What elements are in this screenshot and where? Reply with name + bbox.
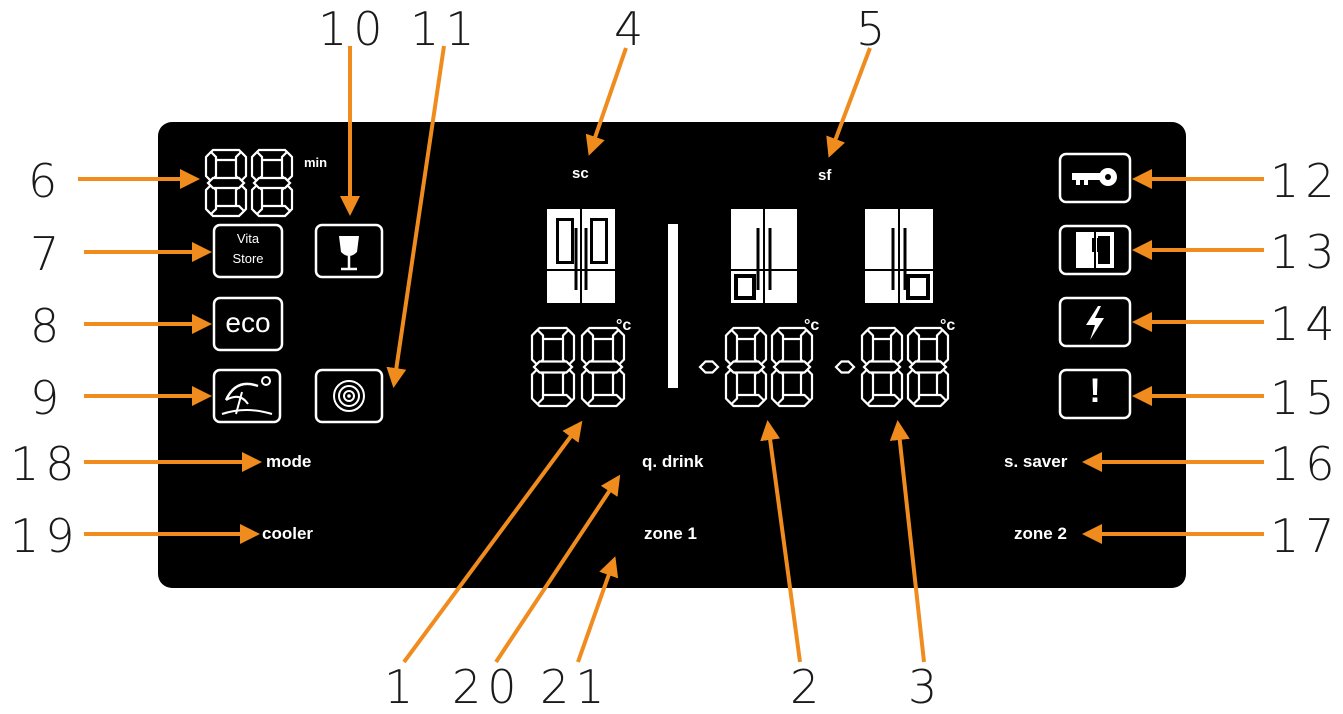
concentric-circles-icon <box>314 368 384 424</box>
arrow-5 <box>826 47 872 158</box>
quick-drink-label: q. drink <box>642 452 704 471</box>
eco-label: eco <box>225 307 271 338</box>
segment-g <box>582 360 624 374</box>
mode-label: mode <box>266 452 312 471</box>
super-cool-label: sc <box>572 165 589 182</box>
beach-umbrella-icon <box>212 368 282 424</box>
arrow-2 <box>760 420 802 663</box>
segment-b <box>611 328 626 367</box>
fridge-icon-left <box>545 207 617 305</box>
cooler-label: cooler <box>262 524 314 543</box>
segment-e <box>530 367 545 406</box>
segment-g <box>698 360 720 374</box>
vita-store-label-line2: Store <box>232 251 264 266</box>
callout-19: 19 <box>10 509 81 563</box>
callout-17: 17 <box>1270 509 1341 563</box>
segment-g <box>772 360 812 374</box>
segment-g <box>834 360 856 374</box>
callout-3: 3 <box>908 660 944 714</box>
wine-glass-icon <box>314 223 384 279</box>
segment-b <box>935 328 950 367</box>
callout-4: 4 <box>614 2 650 56</box>
segment-b <box>561 328 576 367</box>
segment-e <box>860 367 875 406</box>
segment-f <box>724 328 739 367</box>
arrow-20 <box>494 474 621 664</box>
callout-6: 6 <box>28 154 64 208</box>
super-freeze-label: sf <box>818 167 832 184</box>
callout-1: 1 <box>384 660 420 714</box>
segment-e <box>580 367 595 406</box>
zone-divider-bar <box>668 224 678 388</box>
fridge-temperature-display <box>530 326 626 408</box>
callout-12: 12 <box>1270 154 1341 208</box>
zone1-temperature-display <box>698 326 814 408</box>
zone2-degree-unit: °c <box>940 317 956 334</box>
callout-11: 11 <box>410 2 481 56</box>
segment-g <box>252 176 292 190</box>
callout-21: 21 <box>540 660 611 714</box>
segment-b <box>799 328 814 367</box>
segment-e <box>724 367 739 406</box>
callout-20: 20 <box>452 660 523 714</box>
callout-14: 14 <box>1270 297 1341 351</box>
segment-f <box>250 150 264 183</box>
segment-f <box>580 328 595 367</box>
arrow-3 <box>889 420 926 663</box>
segment-f <box>530 328 545 367</box>
callout-8: 8 <box>30 299 66 353</box>
zone2-label: zone 2 <box>1014 524 1067 543</box>
arrow-11 <box>386 45 446 388</box>
arrow-4 <box>585 47 628 156</box>
segment-b <box>280 150 294 183</box>
segment-e <box>250 183 264 216</box>
zone1-degree-unit: °c <box>804 317 820 334</box>
segment-f <box>770 328 785 367</box>
fridge-degree-unit: °c <box>616 317 632 334</box>
zone1-label: zone 1 <box>644 524 697 543</box>
callout-16: 16 <box>1270 437 1341 491</box>
timer-unit-label: min <box>304 155 328 170</box>
callout-arrows <box>78 45 1264 664</box>
arrow-21 <box>576 556 619 663</box>
segment-f <box>204 150 218 183</box>
callout-9: 9 <box>30 371 66 425</box>
lightning-icon <box>1058 296 1132 348</box>
key-icon <box>1058 152 1132 204</box>
segment-g <box>908 360 948 374</box>
segment-g <box>726 360 766 374</box>
exclamation-icon <box>1058 368 1132 420</box>
callout-18: 18 <box>10 437 81 491</box>
callout-13: 13 <box>1270 225 1341 279</box>
vita-store-label-line1: Vita <box>236 231 260 246</box>
alarm-label: ! <box>1089 372 1101 410</box>
timer-digits-display <box>204 148 294 218</box>
shopping-saver-label: s. saver <box>1004 452 1068 471</box>
segment-g <box>862 360 902 374</box>
segment-g <box>206 176 246 190</box>
arrow-1 <box>402 420 583 664</box>
fridge-icon-middle <box>729 207 799 305</box>
segment-f <box>860 328 875 367</box>
callout-5: 5 <box>856 2 892 56</box>
fridge-door-icon <box>1058 224 1132 276</box>
callout-10: 10 <box>318 2 389 56</box>
fridge-icon-right <box>863 207 935 305</box>
segment-b <box>753 328 768 367</box>
segment-b <box>234 150 248 183</box>
segment-g <box>532 360 574 374</box>
segment-b <box>889 328 904 367</box>
segment-f <box>906 328 921 367</box>
segment-e <box>906 367 921 406</box>
vita-store-icon <box>212 223 284 279</box>
callout-7: 7 <box>30 227 66 281</box>
segment-e <box>204 183 218 216</box>
callout-15: 15 <box>1270 371 1341 425</box>
segment-e <box>770 367 785 406</box>
zone2-temperature-display <box>834 326 950 408</box>
callout-2: 2 <box>790 660 826 714</box>
eco-icon <box>212 296 284 352</box>
